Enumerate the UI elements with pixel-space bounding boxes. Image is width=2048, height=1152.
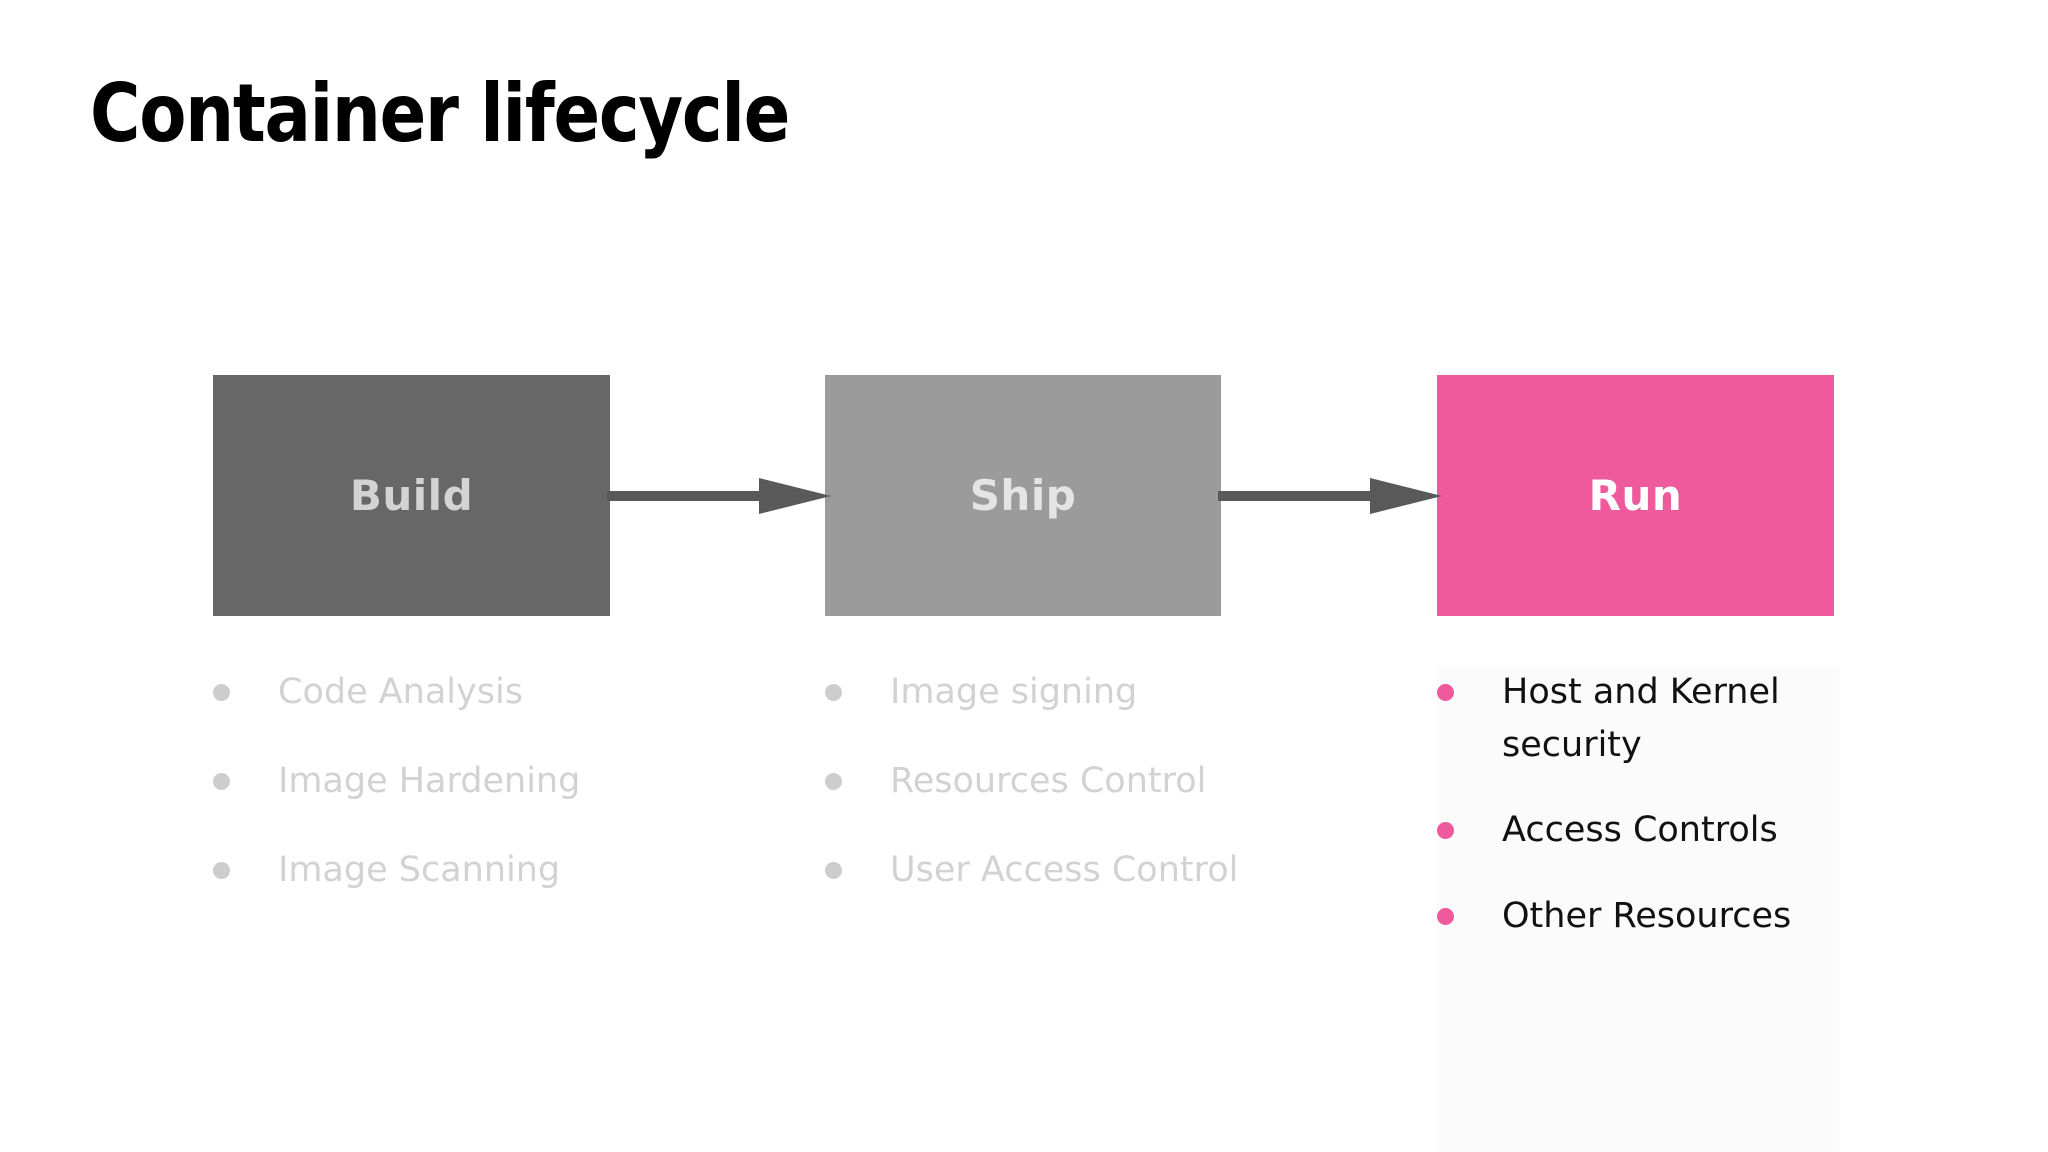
bullet-dot-icon	[825, 773, 842, 791]
list-item-label: Image signing	[890, 672, 1138, 712]
list-item: User Access Control	[825, 844, 1385, 897]
list-item: Access Controls	[1437, 804, 1837, 857]
list-item: Other Resources	[1437, 890, 1837, 943]
list-item-label: Code Analysis	[278, 672, 523, 712]
arrow-build-to-ship-icon	[607, 478, 831, 514]
bullet-dot-icon	[1437, 684, 1454, 701]
stage-box-build[interactable]: Build	[213, 375, 610, 616]
bullet-dot-icon	[1437, 822, 1454, 840]
list-item-label: Host and Kernel security	[1502, 672, 1780, 766]
page-title: Container lifecycle	[90, 67, 790, 160]
stage-box-run[interactable]: Run	[1437, 375, 1834, 616]
arrow-ship-to-run-icon	[1218, 478, 1442, 514]
bullet-dot-icon	[1437, 907, 1454, 925]
list-item: Image Scanning	[213, 844, 773, 897]
list-item-label: Access Controls	[1502, 810, 1778, 851]
bullet-dot-icon	[213, 862, 230, 880]
list-item-label: Other Resources	[1502, 895, 1792, 936]
run-column-backdrop	[1437, 666, 1839, 1152]
bullet-list-run: Host and Kernel security Access Controls…	[1437, 666, 1837, 975]
bullet-dot-icon	[825, 684, 842, 701]
list-item: Code Analysis	[213, 666, 773, 719]
bullet-list-build: Code Analysis Image Hardening Image Scan…	[213, 666, 773, 934]
list-item-label: User Access Control	[890, 850, 1239, 891]
list-item: Image signing	[825, 666, 1385, 719]
bullet-dot-icon	[213, 684, 230, 701]
list-item-label: Image Hardening	[278, 761, 581, 802]
bullet-dot-icon	[825, 862, 842, 880]
stage-label-build: Build	[349, 470, 474, 520]
stage-box-ship[interactable]: Ship	[825, 375, 1221, 616]
list-item: Resources Control	[825, 755, 1385, 808]
list-item: Image Hardening	[213, 755, 773, 808]
stage-label-run: Run	[1588, 470, 1683, 520]
bullet-list-ship: Image signing Resources Control User Acc…	[825, 666, 1385, 934]
list-item: Host and Kernel security	[1437, 666, 1837, 772]
stage-label-ship: Ship	[969, 470, 1077, 520]
list-item-label: Resources Control	[890, 761, 1207, 802]
list-item-label: Image Scanning	[278, 850, 561, 891]
bullet-dot-icon	[213, 773, 230, 791]
